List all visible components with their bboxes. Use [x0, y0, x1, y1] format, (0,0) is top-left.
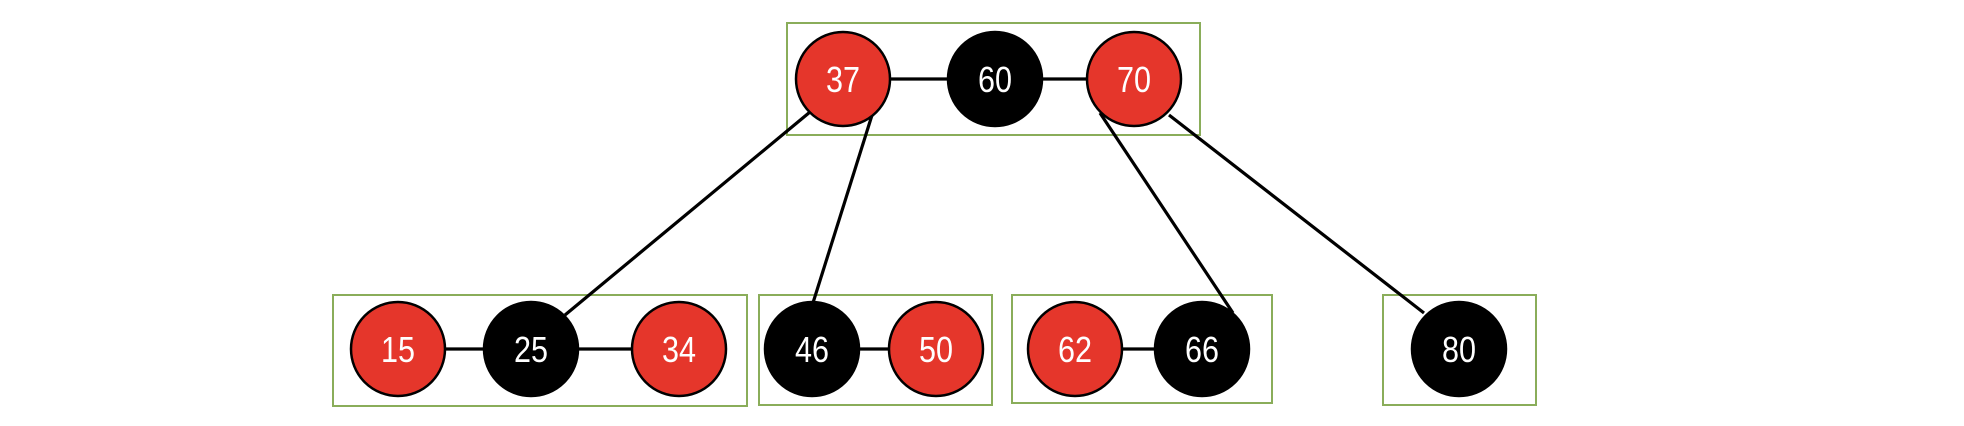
tree-node-15 [349, 300, 447, 398]
tree-node-50 [887, 300, 985, 398]
tree-node-80 [1410, 300, 1508, 398]
tree-node-62 [1026, 300, 1124, 398]
edge-37-46 [810, 111, 875, 307]
tree-node-label-80: 80 [1442, 329, 1476, 370]
group-box-child-1 [332, 294, 748, 407]
tree-node-34 [630, 300, 728, 398]
edge-70-80 [1168, 113, 1425, 315]
tree-node-70 [1085, 30, 1183, 128]
tree-node-66 [1153, 300, 1251, 398]
edge-70-66 [1098, 112, 1235, 314]
tree-node-label-62: 62 [1058, 329, 1092, 370]
group-box-root [786, 22, 1201, 136]
tree-node-label-46: 46 [795, 329, 829, 370]
tree-node-37 [794, 30, 892, 128]
edge-37-25 [563, 110, 812, 317]
tree-node-25 [482, 300, 580, 398]
group-box-child-2 [758, 294, 993, 406]
tree-node-46 [763, 300, 861, 398]
tree-node-label-37: 37 [826, 59, 860, 100]
group-box-child-3 [1011, 294, 1273, 404]
tree-node-60 [946, 30, 1044, 128]
tree-node-label-25: 25 [514, 329, 548, 370]
tree-node-label-66: 66 [1185, 329, 1219, 370]
group-box-child-4 [1382, 294, 1537, 406]
tree-node-label-70: 70 [1117, 59, 1151, 100]
tree-node-label-15: 15 [381, 329, 415, 370]
tree-node-label-50: 50 [919, 329, 953, 370]
tree-node-label-60: 60 [978, 59, 1012, 100]
tree-node-label-34: 34 [662, 329, 696, 370]
